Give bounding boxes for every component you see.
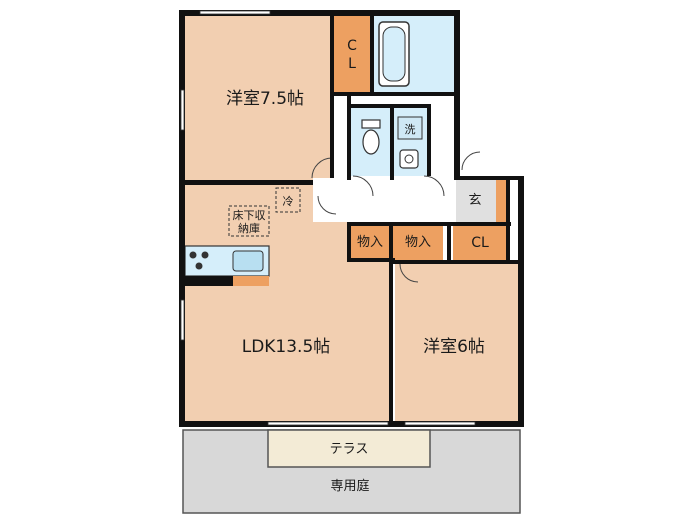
toilet-tank-icon xyxy=(361,119,381,129)
ldk-label: LDK13.5帖 xyxy=(242,337,331,357)
stove-burner-icon xyxy=(201,251,209,259)
wash-basin-icon xyxy=(399,149,419,169)
hallway xyxy=(313,178,456,222)
window-bottom-right xyxy=(404,421,476,426)
laundry-label: 洗 xyxy=(405,123,416,136)
door-swing-bedroom xyxy=(311,157,333,179)
storage-2-label: 物入 xyxy=(405,235,431,250)
bedroom-large-label: 洋室7.5帖 xyxy=(226,89,304,109)
stove-burner-icon xyxy=(189,251,197,259)
window-left-upper xyxy=(180,89,185,131)
private-garden-label: 専用庭 xyxy=(330,478,369,494)
entrance xyxy=(456,178,496,222)
fridge-space xyxy=(275,187,301,213)
door-swing-entrance xyxy=(461,151,481,171)
wash-basin-drain-icon xyxy=(404,154,414,164)
storage-1-label: 物入 xyxy=(357,235,383,250)
closet-upper xyxy=(333,15,371,93)
laundry-pan xyxy=(397,116,423,140)
toilet-bowl-icon xyxy=(362,129,380,155)
fridge-label: 冷 xyxy=(283,195,294,208)
kitchen-wall-block xyxy=(185,276,233,286)
closet-lower-label: CL xyxy=(471,235,489,251)
ldk-nook-floor xyxy=(183,182,313,196)
window-top xyxy=(199,10,271,15)
closet-lower xyxy=(453,224,507,260)
bedroom-large-floor xyxy=(183,12,333,182)
door-swing-toilet xyxy=(352,175,374,197)
kitchen-sink-icon xyxy=(232,250,264,272)
window-left-lower xyxy=(180,299,185,341)
storage-2 xyxy=(393,224,443,260)
door-swing-ldk xyxy=(317,195,337,215)
entrance-label: 玄 xyxy=(468,193,481,208)
bathtub-inner xyxy=(382,26,406,82)
terrace-area xyxy=(267,429,431,468)
underfloor-storage-label-line1: 床下収 xyxy=(233,208,266,222)
closet-upper-label-line1: C xyxy=(347,38,357,54)
window-bottom-left xyxy=(267,421,389,426)
shoe-cabinet xyxy=(496,178,508,222)
underfloor-storage-label-line2: 納庫 xyxy=(238,221,260,235)
terrace-label: テラス xyxy=(330,442,369,457)
storage-1 xyxy=(350,224,390,260)
bedroom-small-label: 洋室6帖 xyxy=(423,337,485,357)
closet-upper-label-line2: L xyxy=(348,56,356,72)
bedroom-small-floor xyxy=(395,262,520,422)
door-swing-bedroom-small xyxy=(399,263,419,283)
underfloor-storage xyxy=(228,205,270,237)
door-swing-washroom xyxy=(423,175,445,197)
stove-burner-icon xyxy=(195,262,203,270)
